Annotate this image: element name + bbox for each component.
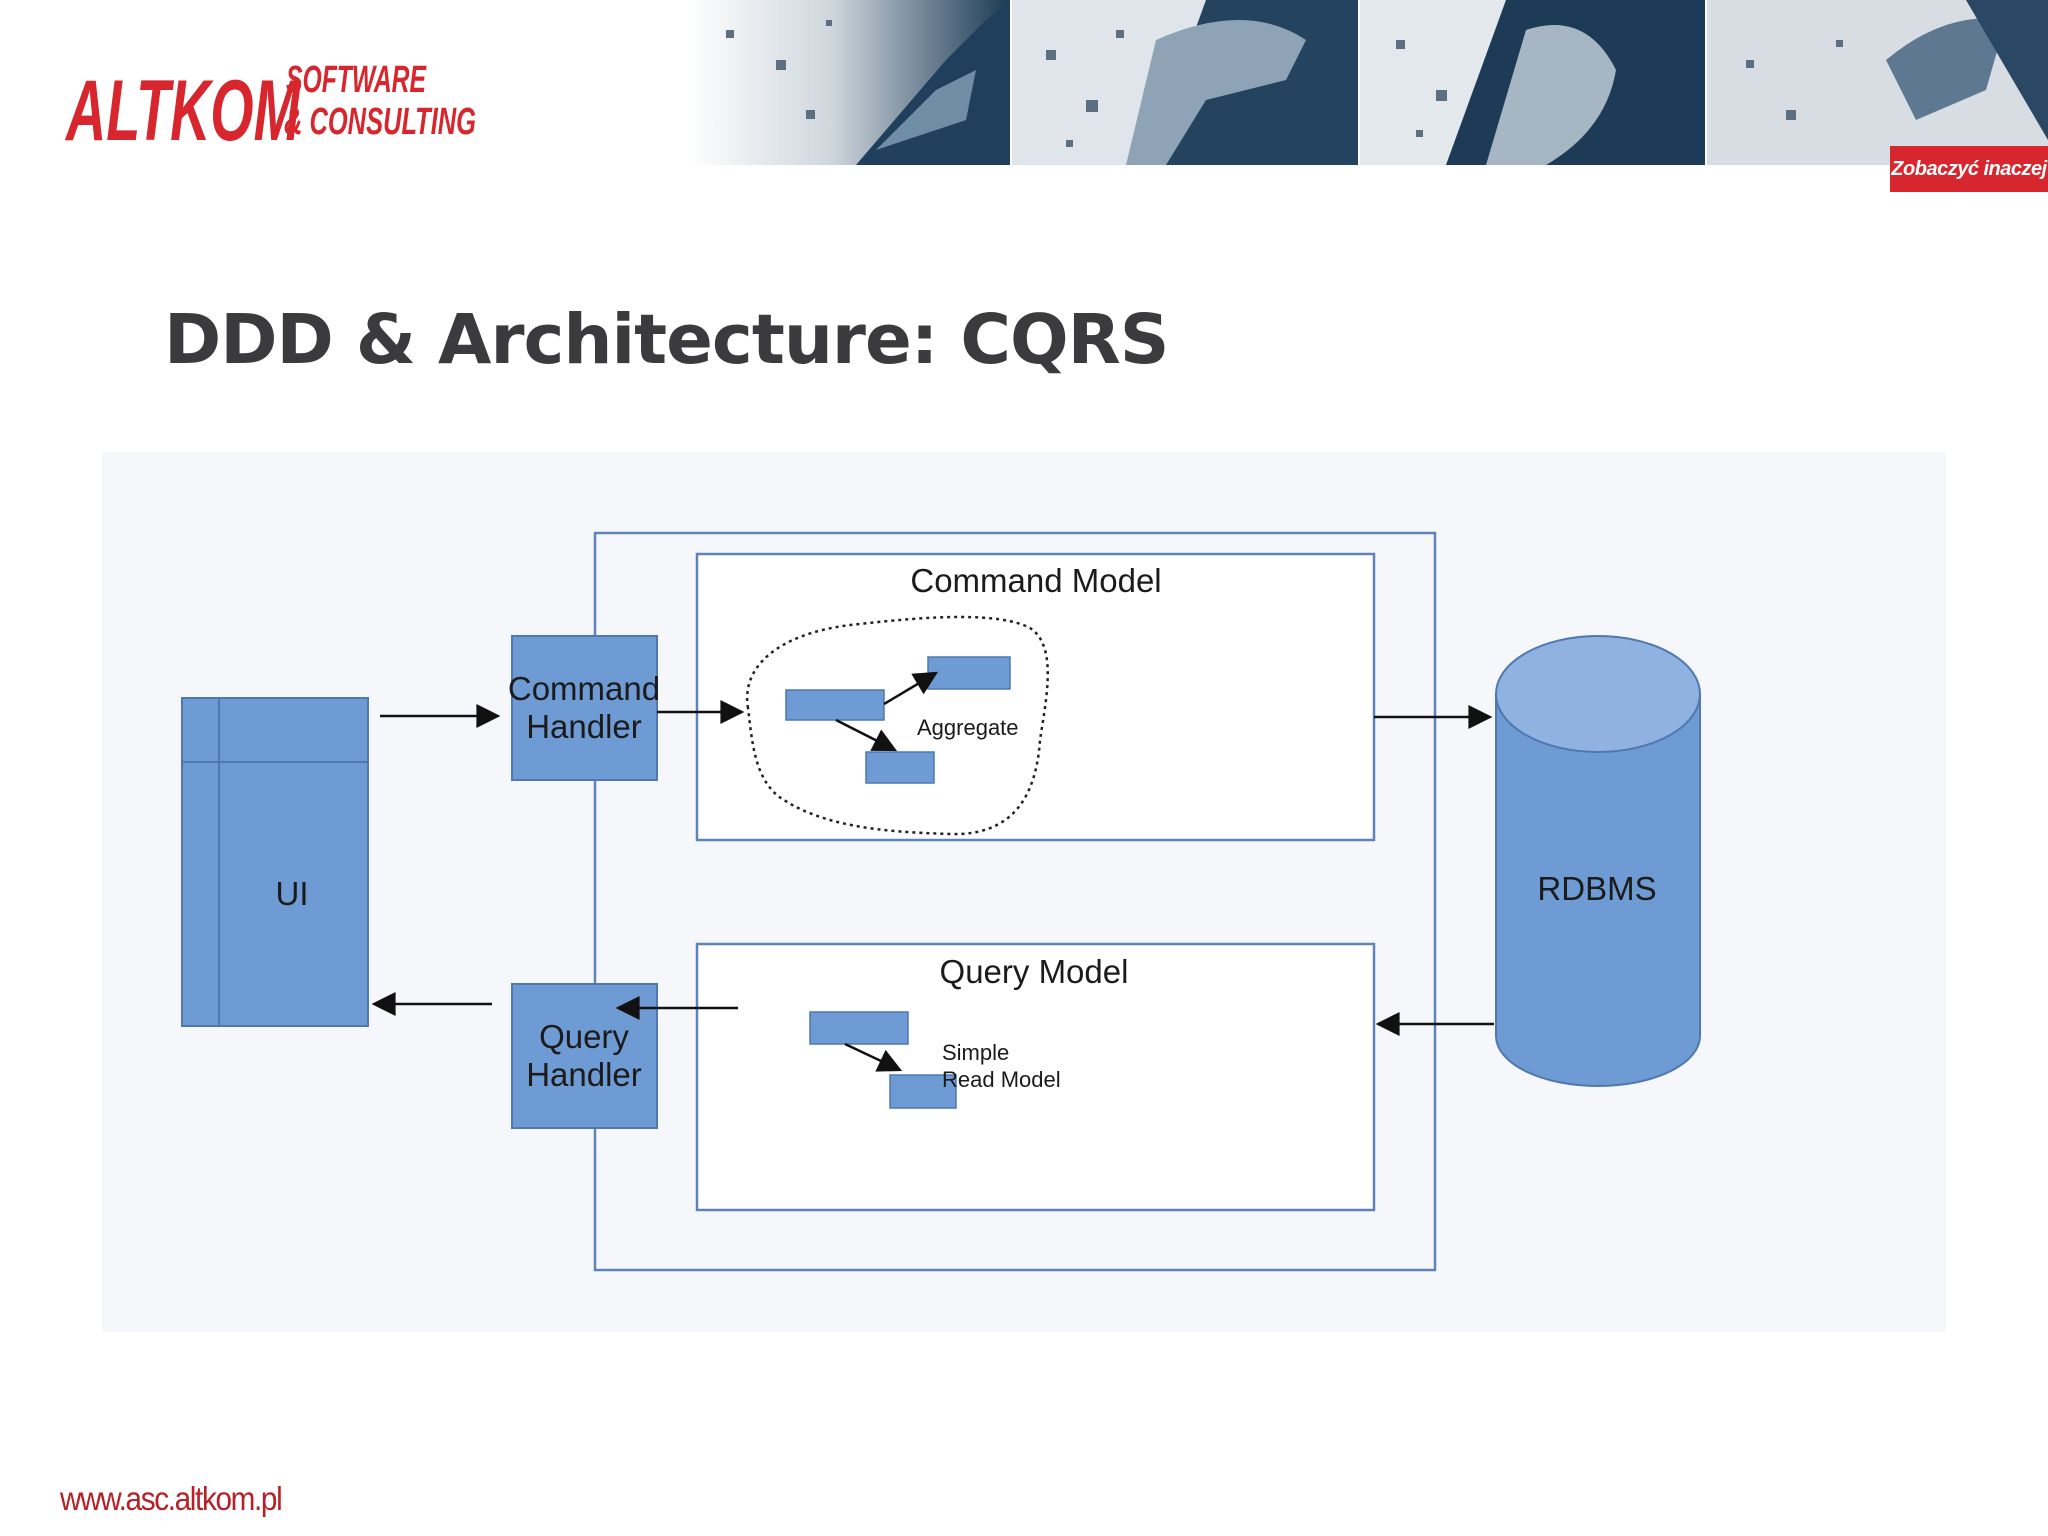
banner-panel-1 — [686, 0, 1010, 165]
banner-panel-4 — [1707, 0, 2048, 165]
query-model-box — [695, 942, 1376, 1212]
query-handler-label-2: Handler — [526, 1056, 642, 1093]
logo-right-line2: & CONSULTING — [284, 101, 476, 143]
query-model-label: Query Model — [940, 953, 1129, 990]
header-banner-image — [686, 0, 2048, 165]
logo-left-text: ALTKOM — [65, 63, 302, 159]
command-handler-label-1: Command — [508, 670, 660, 707]
read-model-cluster: Simple Read Model — [809, 1011, 1061, 1109]
ui-label: UI — [276, 875, 309, 912]
slide-title: DDD & Architecture: CQRS — [164, 300, 1169, 380]
cta-badge[interactable]: Zobaczyć inaczej — [1890, 146, 2048, 192]
query-handler-label-1: Query — [539, 1018, 629, 1055]
command-model-label: Command Model — [910, 562, 1161, 599]
rdbms-node: RDBMS — [1495, 635, 1701, 1087]
rdbms-label: RDBMS — [1537, 870, 1656, 907]
footer-url[interactable]: www.asc.altkom.pl — [60, 1480, 283, 1517]
altkom-logo: ALTKOM SOFTWARE & CONSULTING — [65, 59, 476, 159]
banner-panel-3 — [1360, 0, 1705, 165]
query-handler-node: Query Handler — [511, 983, 658, 1129]
command-handler-node: Command Handler — [508, 635, 660, 781]
command-handler-label-2: Handler — [526, 708, 642, 745]
read-model-label-1: Simple — [942, 1040, 1009, 1065]
logo-right-line1: SOFTWARE — [286, 59, 427, 101]
read-model-label-2: Read Model — [942, 1067, 1061, 1092]
banner-particles — [726, 20, 1843, 147]
ui-node: UI — [181, 697, 369, 1027]
service-boundary — [593, 531, 1437, 1272]
banner-panel-2 — [1012, 0, 1358, 165]
aggregate-cluster: Aggregate — [745, 615, 1049, 836]
aggregate-label: Aggregate — [917, 715, 1019, 740]
